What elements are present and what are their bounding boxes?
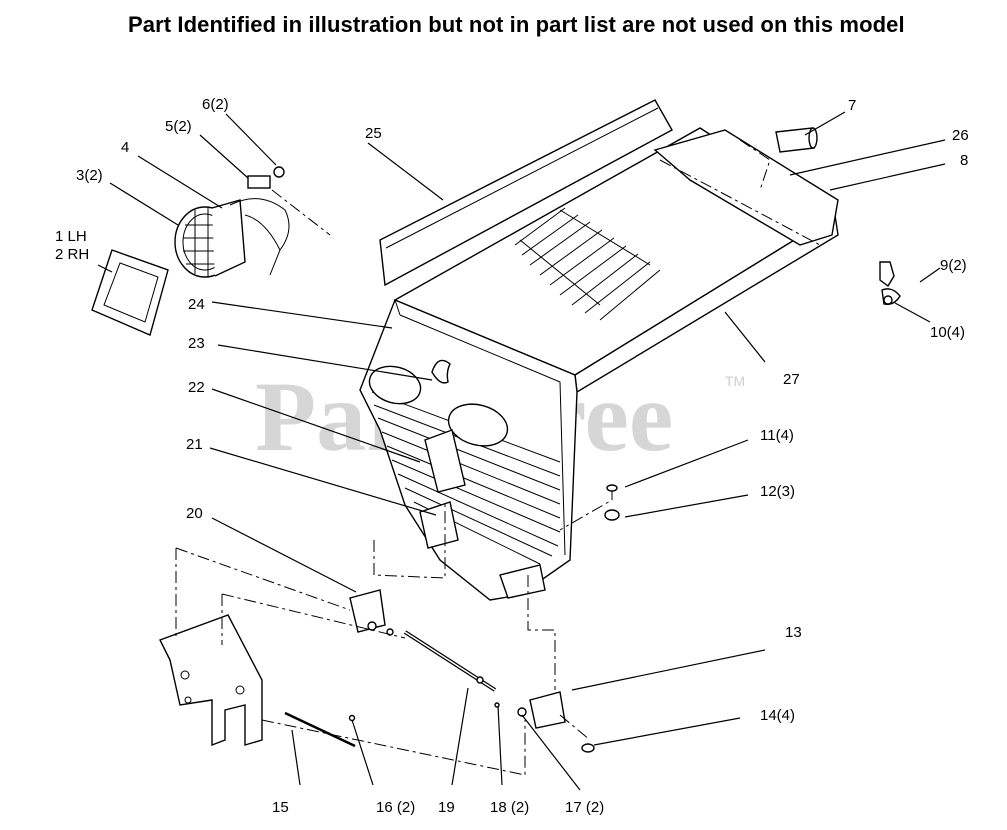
- callout-16: 16 (2): [376, 799, 415, 816]
- callout-12: 12(3): [760, 483, 795, 500]
- part-hinge-bracket-left: [349, 589, 394, 636]
- callout-18: 18 (2): [490, 799, 529, 816]
- callout-8: 8: [960, 152, 968, 169]
- callout-24: 24: [188, 296, 205, 313]
- callout-20: 20: [186, 505, 203, 522]
- hood-vents: [514, 207, 661, 321]
- part-decal-strip: [379, 99, 673, 287]
- part-handle-bar: [775, 127, 818, 153]
- part-headlight: [174, 166, 331, 278]
- callout-2: 2 RH: [55, 246, 89, 263]
- construction-lines: [175, 488, 613, 776]
- part-hardware: [494, 484, 620, 753]
- callout-10: 10(4): [930, 324, 965, 341]
- callout-5: 5(2): [165, 118, 192, 135]
- callout-22: 22: [188, 379, 205, 396]
- part-pivot-rod: [403, 630, 497, 692]
- part-dash-panel: [653, 129, 839, 246]
- callout-4: 4: [121, 139, 129, 156]
- headlight-opening-right: [447, 403, 509, 447]
- callout-7: 7: [848, 97, 856, 114]
- callout-14: 14(4): [760, 707, 795, 724]
- callout-17: 17 (2): [565, 799, 604, 816]
- part-hinge-bracket-right: [517, 691, 566, 729]
- callout-23: 23: [188, 335, 205, 352]
- callout-3: 3(2): [76, 167, 103, 184]
- callout-19: 19: [438, 799, 455, 816]
- screw-14: [581, 743, 595, 753]
- callout-15: 15: [272, 799, 289, 816]
- callout-21: 21: [186, 436, 203, 453]
- headlight-screw: [273, 166, 285, 178]
- callout-13: 13: [785, 624, 802, 641]
- callout-27: 27: [783, 371, 800, 388]
- callout-9: 9(2): [940, 257, 967, 274]
- callout-25: 25: [365, 125, 382, 142]
- callout-6: 6(2): [202, 96, 229, 113]
- callout-labels: 6(2) 5(2) 4 3(2) 1 LH 2 RH 25 7 26 8 9(2…: [55, 96, 969, 816]
- hood-rear-bracket: [499, 564, 546, 599]
- part-hood-latch: [879, 261, 901, 306]
- callout-11: 11(4): [760, 427, 794, 444]
- callout-1: 1 LH: [55, 228, 87, 245]
- diagram-heading: Part Identified in illustration but not …: [128, 12, 905, 37]
- leader-lines: [97, 111, 946, 791]
- headlight-bracket: [247, 175, 271, 189]
- callout-26: 26: [952, 127, 969, 144]
- nut-12: [604, 509, 620, 521]
- hood-emblem: [431, 359, 451, 384]
- watermark-tm: TM: [725, 373, 745, 389]
- part-frame-bracket: [159, 614, 356, 748]
- part-lens-frame: [91, 249, 169, 336]
- washer-11: [606, 484, 618, 492]
